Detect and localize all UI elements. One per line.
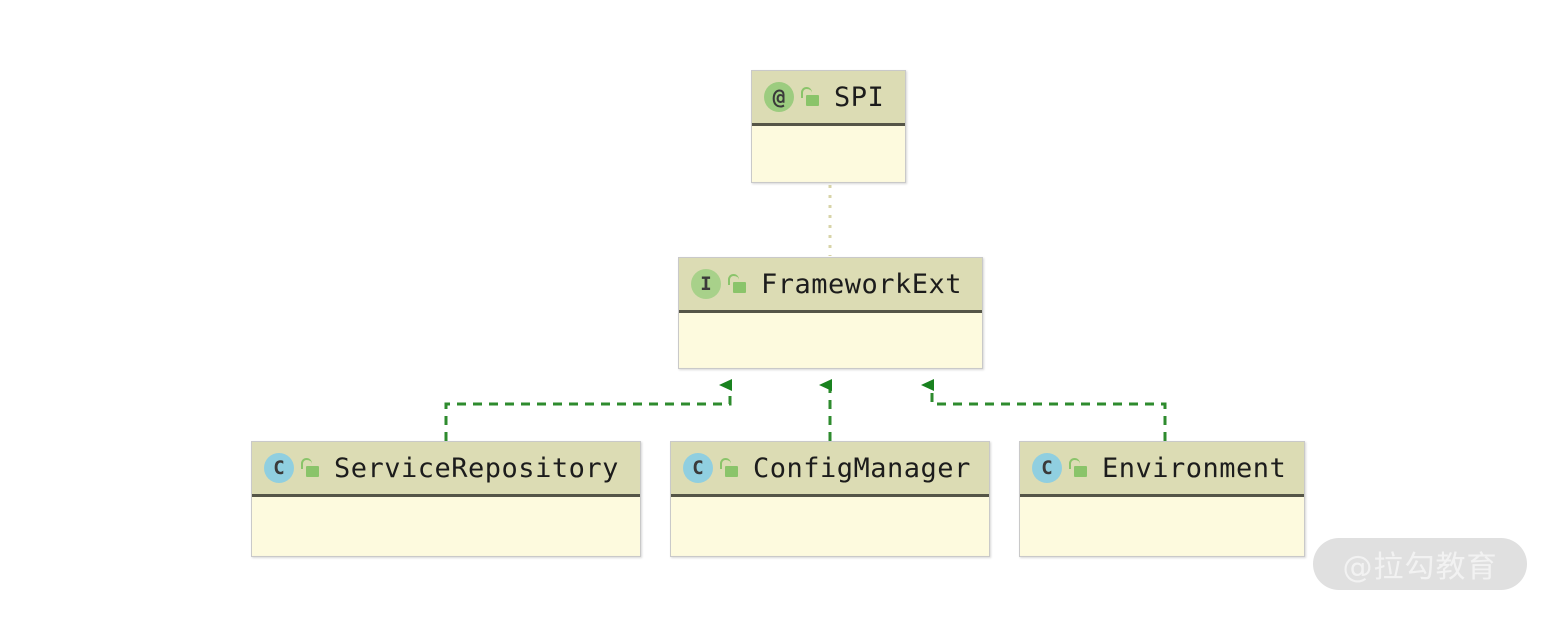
- class-stereotype-icon: C: [264, 453, 294, 483]
- uml-class-name: ConfigManager: [753, 452, 971, 484]
- uml-class-name: SPI: [834, 81, 885, 113]
- uml-class-name: ServiceRepository: [334, 452, 619, 484]
- unlocked-padlock-icon: [1068, 458, 1088, 478]
- uml-class-name: FrameworkExt: [761, 268, 963, 300]
- annotation-stereotype-icon: @: [764, 82, 794, 112]
- edge-environment-frameworkext: [921, 379, 1167, 441]
- interface-stereotype-icon: I: [691, 269, 721, 299]
- uml-class-members: [671, 497, 989, 555]
- watermark-badge: @拉勾教育: [1313, 538, 1527, 590]
- uml-class-header: C ConfigManager: [671, 442, 989, 497]
- watermark-text: @拉勾教育: [1342, 550, 1498, 585]
- uml-class-header: C Environment: [1020, 442, 1304, 497]
- uml-class-header: I FrameworkExt: [679, 258, 982, 313]
- uml-class-header: @ SPI: [752, 71, 905, 126]
- uml-class-configmanager[interactable]: C ConfigManager: [670, 441, 990, 557]
- uml-class-servicerepository[interactable]: C ServiceRepository: [251, 441, 641, 557]
- unlocked-padlock-icon: [300, 458, 320, 478]
- edge-servicerepository-frameworkext: [444, 379, 732, 441]
- uml-class-members: [679, 313, 982, 367]
- class-stereotype-icon: C: [1032, 453, 1062, 483]
- uml-class-header: C ServiceRepository: [252, 442, 640, 497]
- class-stereotype-icon: C: [683, 453, 713, 483]
- uml-class-members: [752, 126, 905, 181]
- uml-class-spi[interactable]: @ SPI: [751, 70, 906, 183]
- unlocked-padlock-icon: [727, 274, 747, 294]
- uml-class-members: [1020, 497, 1304, 555]
- uml-class-environment[interactable]: C Environment: [1019, 441, 1305, 557]
- unlocked-padlock-icon: [719, 458, 739, 478]
- unlocked-padlock-icon: [800, 87, 820, 107]
- uml-class-frameworkext[interactable]: I FrameworkExt: [678, 257, 983, 369]
- uml-class-members: [252, 497, 640, 555]
- uml-class-name: Environment: [1102, 452, 1287, 484]
